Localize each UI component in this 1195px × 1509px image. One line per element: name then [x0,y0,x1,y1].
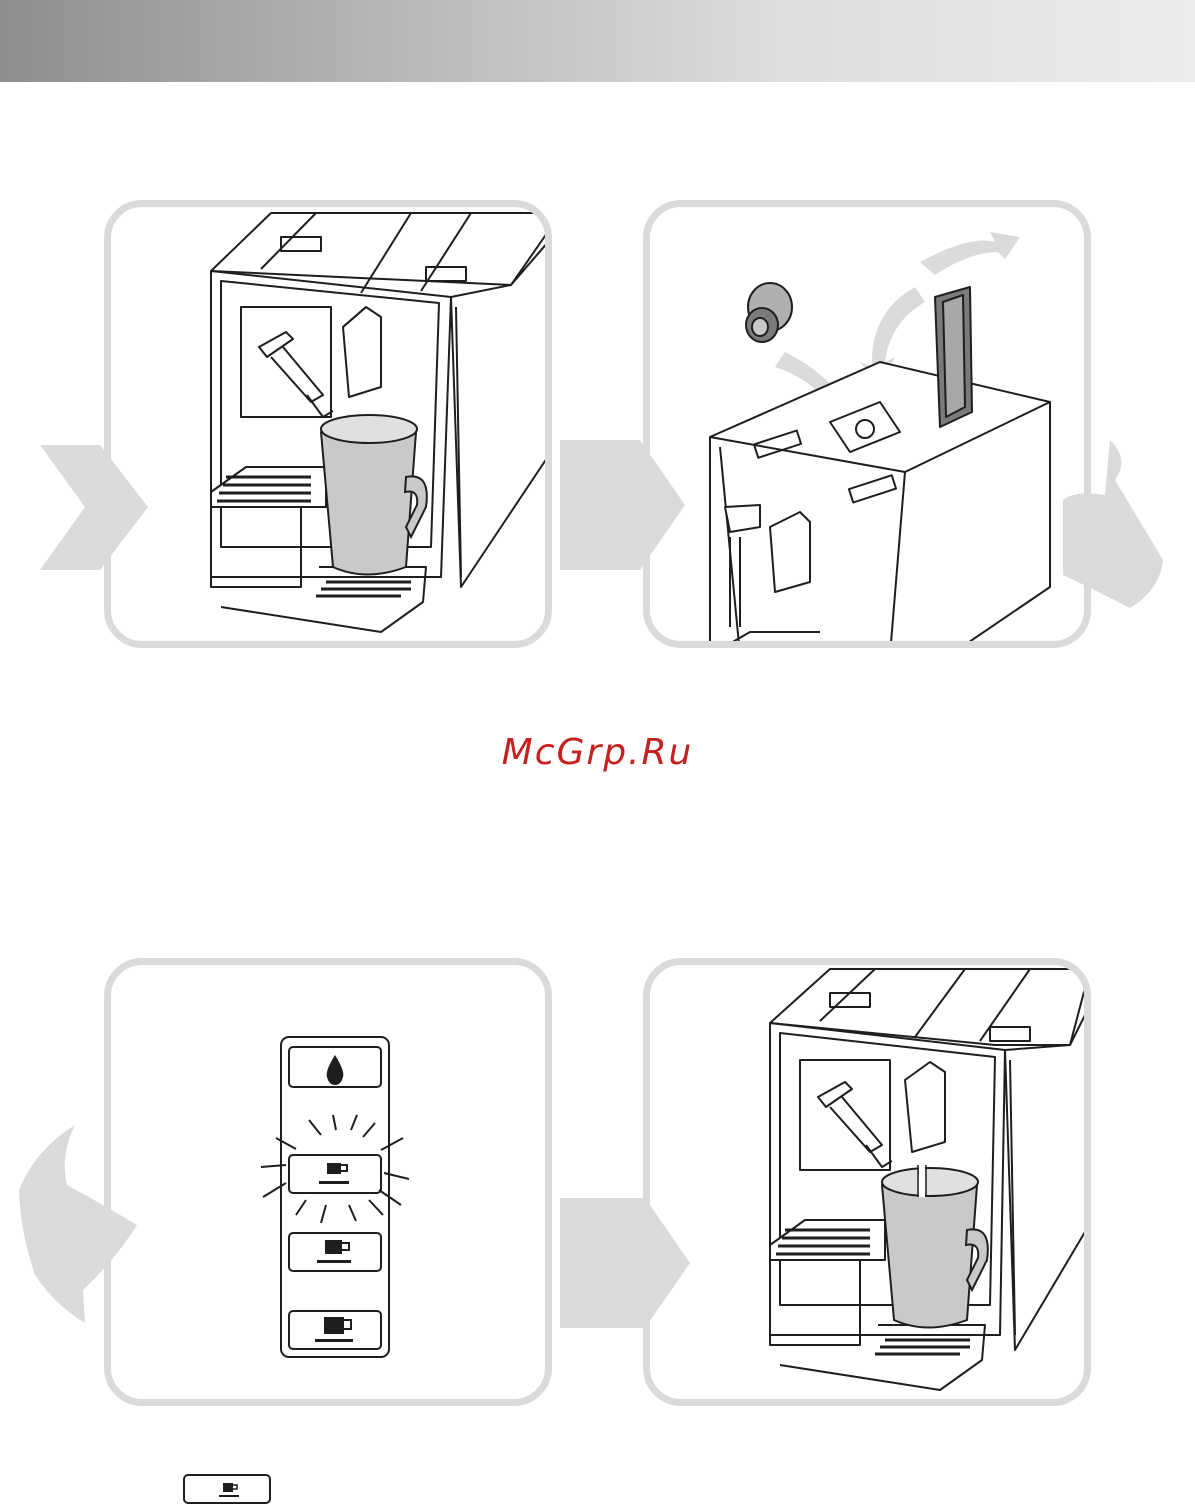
capsule-icon [746,283,792,342]
panel-button-panel [104,958,552,1406]
header-band [0,0,1195,82]
panel-capsule-insertion [643,200,1091,648]
step-arrow-middle-bottom [560,1198,690,1328]
lever-up-arrow [920,232,1020,275]
step-arrow-middle-top [560,440,685,570]
step-arrow-curl-left [15,1125,140,1325]
step-arrow-left-top [40,445,150,570]
espresso-cup-icon [185,1476,273,1506]
watermark: McGrp.Ru [0,732,1195,773]
mug-icon [321,415,427,575]
coffee-machine-dispensing-illustration [650,965,1091,1406]
mug-icon [882,1168,988,1328]
panel-machine-with-mug [104,200,552,648]
panel-machine-dispensing [643,958,1091,1406]
capsule-insertion-illustration [650,207,1091,648]
control-panel-illustration [111,965,552,1406]
step-arrow-curl-right [1055,440,1165,610]
coffee-machine-illustration [111,207,552,648]
espresso-button-inline [183,1474,271,1504]
